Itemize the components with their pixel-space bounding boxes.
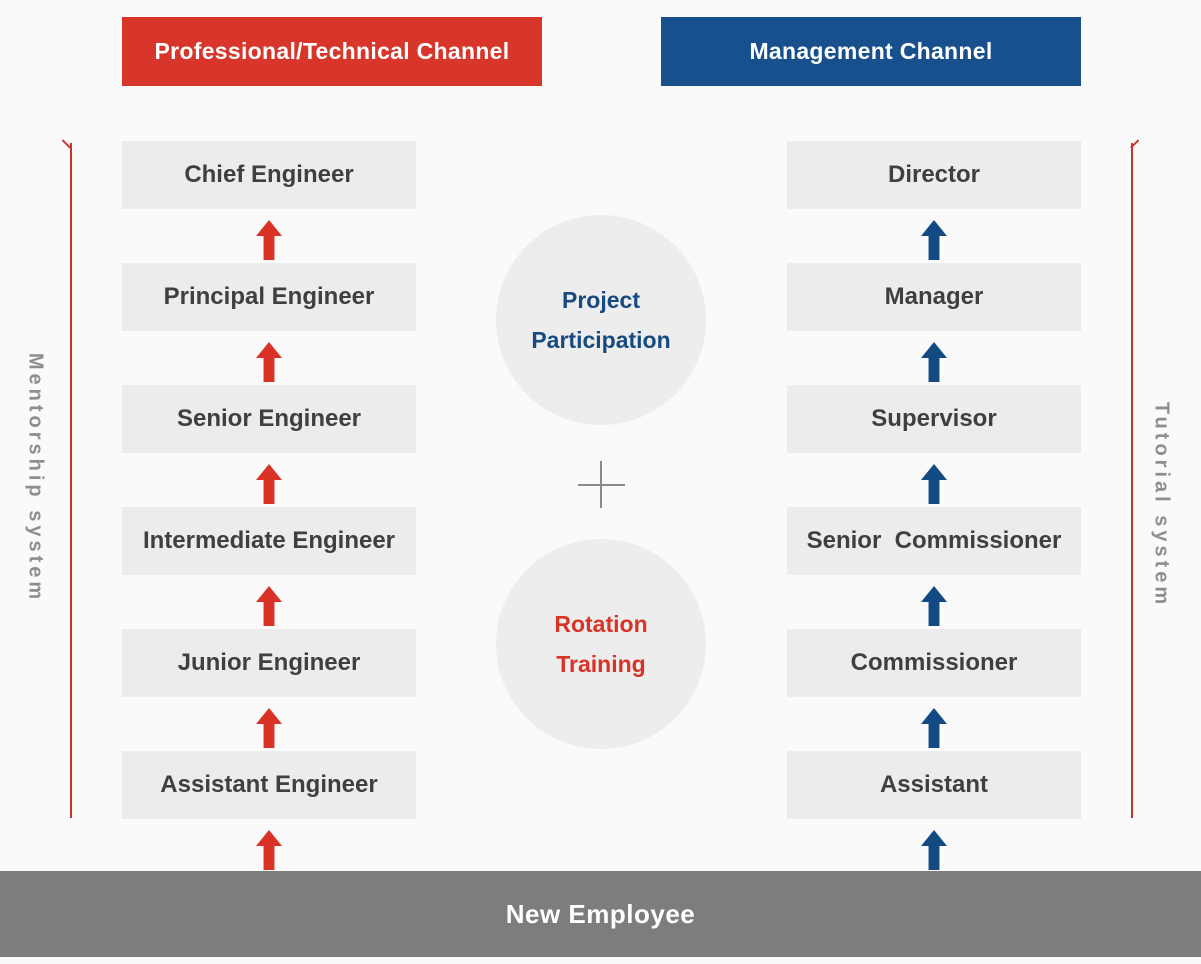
tutorial-axis-line [1131, 143, 1133, 818]
up-arrow-icon [921, 464, 947, 504]
plus-icon [600, 461, 602, 508]
level-box-director: Director [787, 141, 1081, 209]
professional-technical-channel-header: Professional/Technical Channel [122, 17, 542, 86]
level-box-manager: Manager [787, 263, 1081, 331]
level-box-commissioner: Commissioner [787, 629, 1081, 697]
tutorial-system-label: Tutorial system [1150, 401, 1173, 609]
mentorship-axis-line [70, 143, 72, 818]
level-box-assistant-engineer: Assistant Engineer [122, 751, 416, 819]
level-box-senior-commissioner: Senior Commissioner [787, 507, 1081, 575]
up-arrow-icon [921, 220, 947, 260]
management-channel-header: Management Channel [661, 17, 1081, 86]
level-box-senior-engineer: Senior Engineer [122, 385, 416, 453]
up-arrow-icon [921, 342, 947, 382]
rotation-training-line2: Training [556, 651, 646, 677]
level-box-supervisor: Supervisor [787, 385, 1081, 453]
new-employee-bar: New Employee [0, 871, 1201, 957]
mentorship-system-label: Mentorship system [24, 352, 47, 604]
project-participation-line1: Project [562, 287, 640, 313]
level-box-chief-engineer: Chief Engineer [122, 141, 416, 209]
project-participation-circle: Project Participation [496, 215, 706, 425]
up-arrow-icon [256, 220, 282, 260]
up-arrow-icon [256, 708, 282, 748]
up-arrow-icon [256, 586, 282, 626]
level-box-junior-engineer: Junior Engineer [122, 629, 416, 697]
project-participation-line2: Participation [531, 327, 671, 353]
new-employee-label: New Employee [505, 898, 696, 929]
up-arrow-icon [256, 464, 282, 504]
level-box-assistant: Assistant [787, 751, 1081, 819]
rotation-training-line1: Rotation [554, 611, 648, 637]
up-arrow-icon [256, 830, 282, 870]
up-arrow-icon [921, 830, 947, 870]
up-arrow-icon [921, 708, 947, 748]
up-arrow-icon [921, 586, 947, 626]
level-box-principal-engineer: Principal Engineer [122, 263, 416, 331]
level-box-intermediate-engineer: Intermediate Engineer [122, 507, 416, 575]
rotation-training-circle: Rotation Training [496, 539, 706, 749]
up-arrow-icon [256, 342, 282, 382]
